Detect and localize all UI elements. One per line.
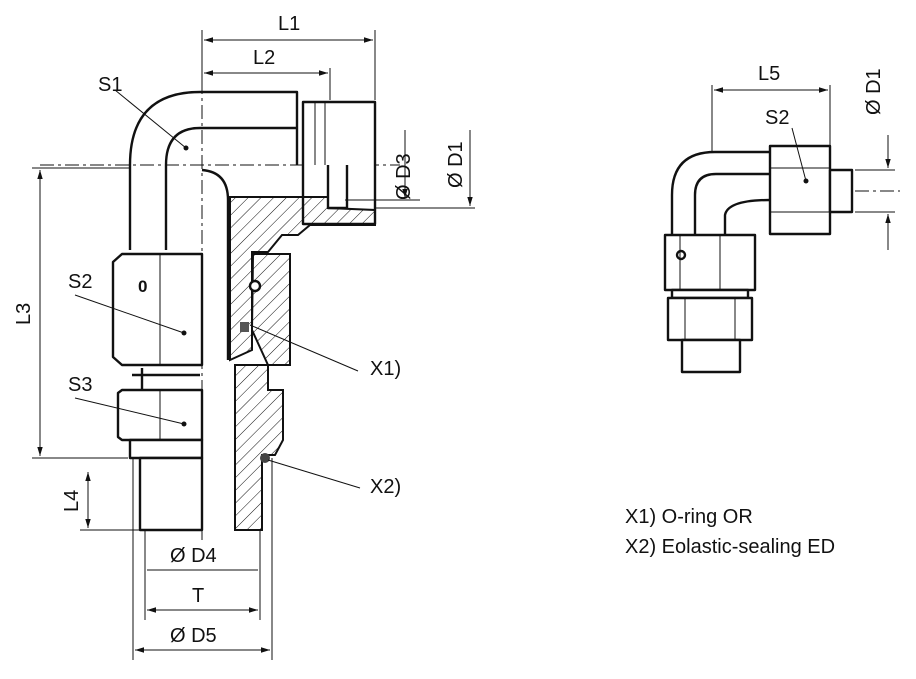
label-T: T: [192, 585, 204, 607]
label-D5: Ø D5: [170, 625, 217, 647]
label-L3: L3: [13, 303, 35, 325]
hex-mark: 0: [138, 277, 147, 296]
label-X2: X2): [370, 476, 401, 498]
legend-item-x2: X2) Eolastic-sealing ED: [625, 536, 835, 558]
small-fitting: [663, 85, 900, 374]
label-D1: Ø D1: [445, 141, 467, 188]
main-fitting: [32, 30, 475, 660]
label-S1: S1: [98, 74, 122, 96]
label-X1: X1): [370, 358, 401, 380]
label-D4: Ø D4: [170, 545, 217, 567]
legend-item-x1: X1) O-ring OR: [625, 506, 753, 528]
label-D1-small: Ø D1: [863, 68, 885, 115]
label-L1: L1: [278, 13, 300, 35]
label-S2: S2: [68, 271, 92, 293]
label-L4: L4: [61, 490, 83, 512]
label-S3: S3: [68, 374, 92, 396]
label-D3: Ø D3: [393, 153, 415, 200]
label-L5: L5: [758, 63, 780, 85]
label-L2: L2: [253, 47, 275, 69]
label-S2-small: S2: [765, 107, 789, 129]
